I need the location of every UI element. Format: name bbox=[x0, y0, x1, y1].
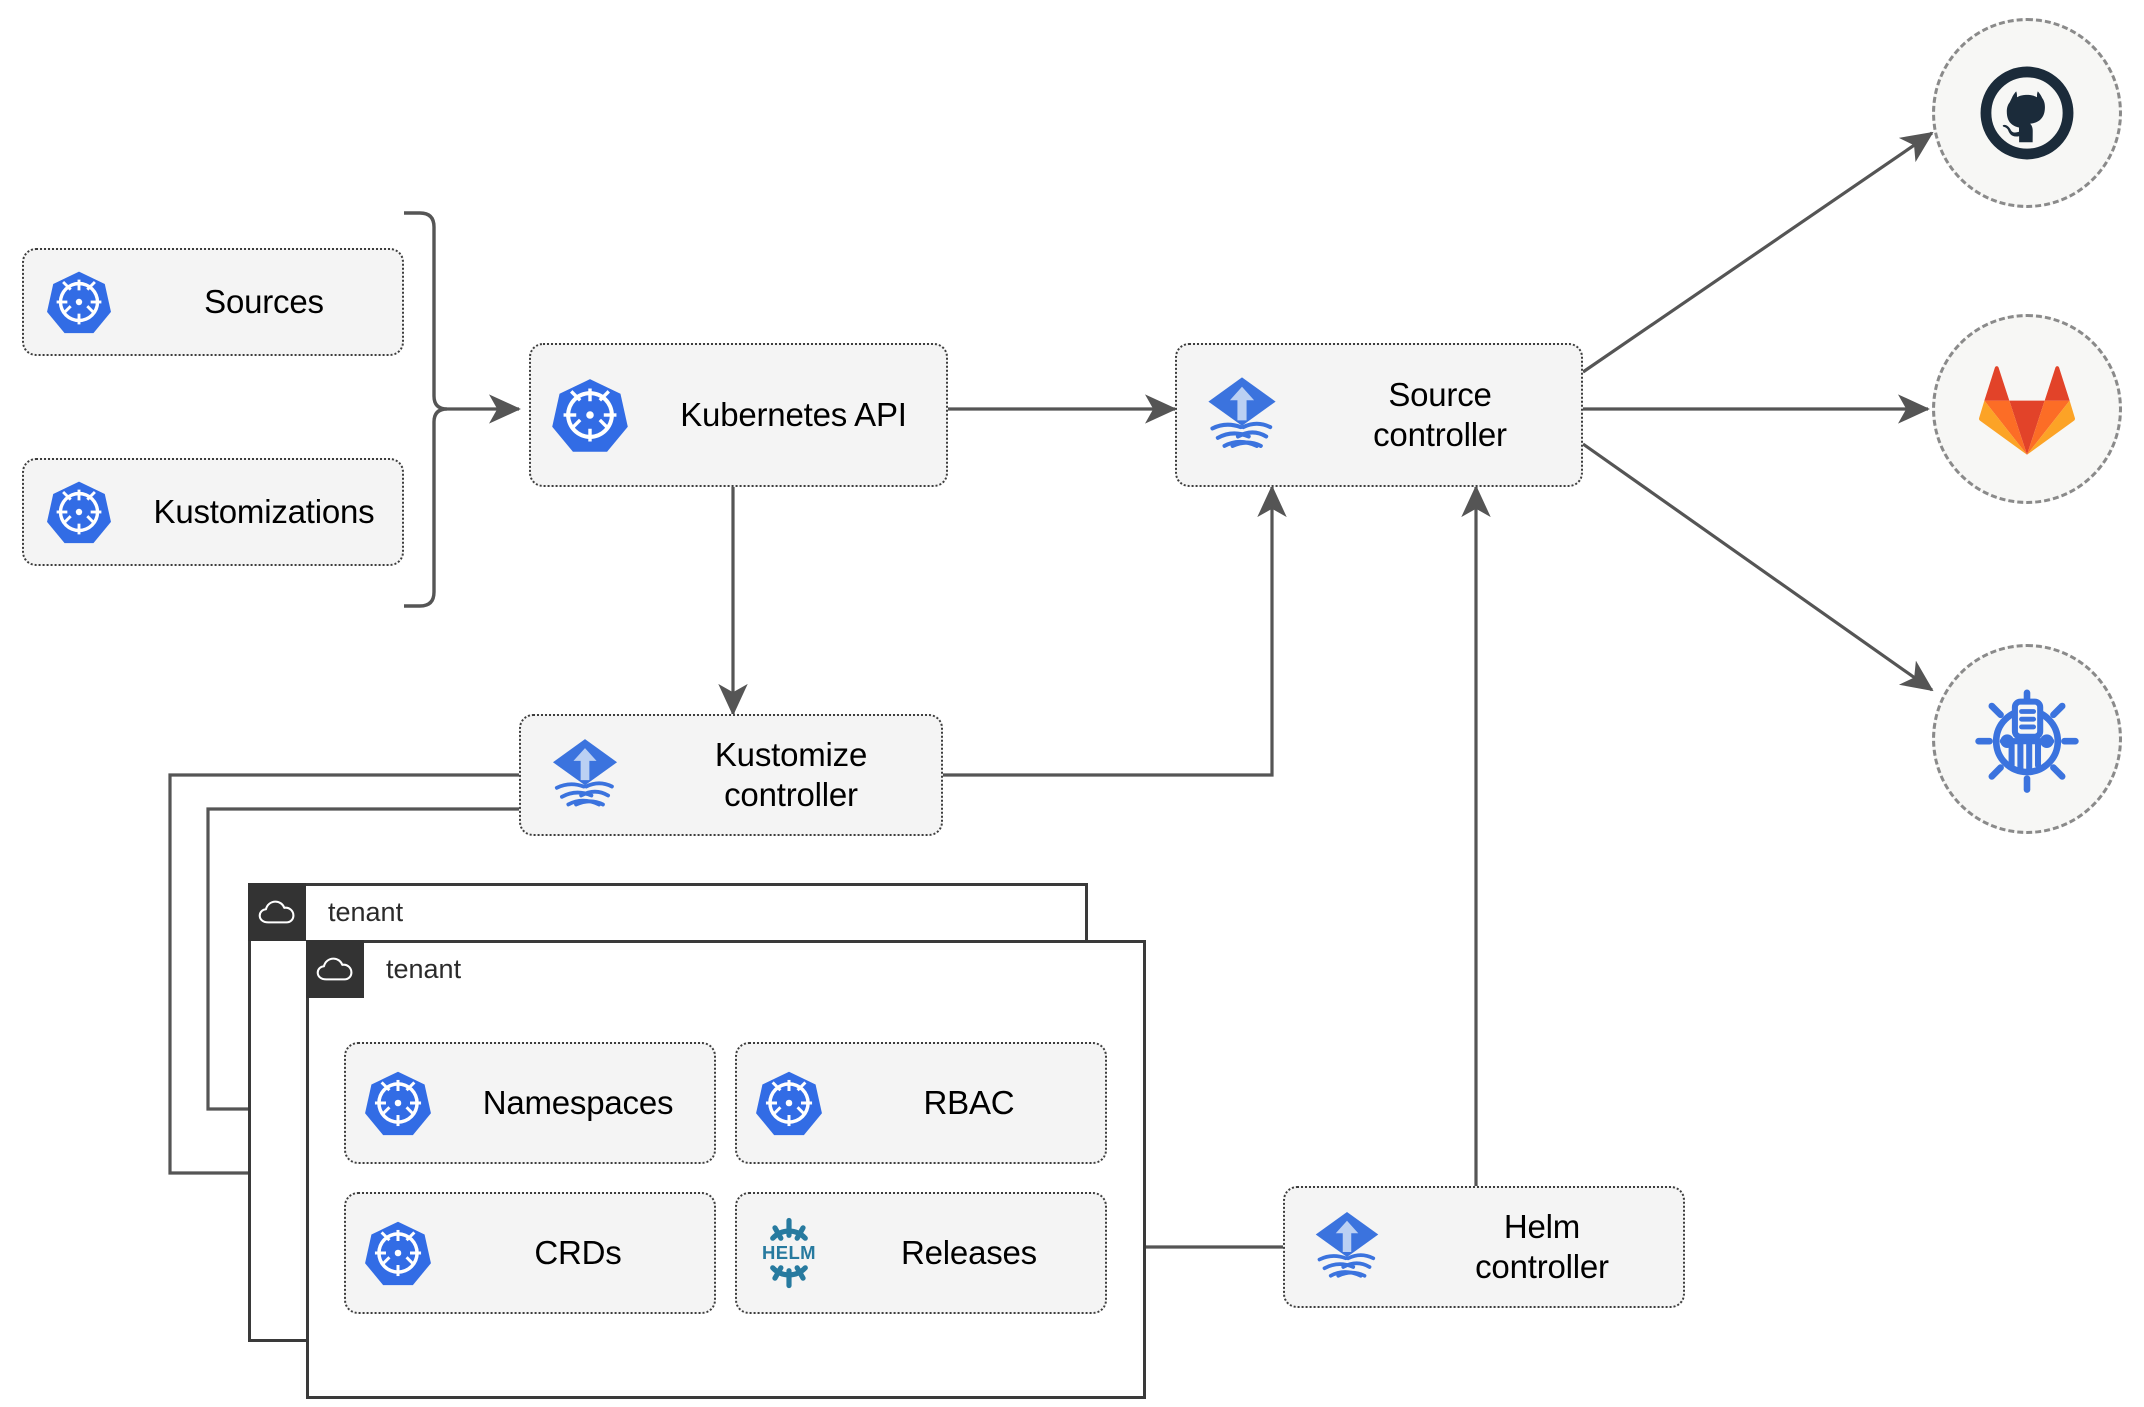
node-label: Sources bbox=[204, 282, 324, 320]
node-helm-controller[interactable]: Helm controller bbox=[1283, 1186, 1685, 1308]
node-label: Namespaces bbox=[482, 1083, 674, 1121]
node-label: CRDs bbox=[534, 1233, 622, 1271]
helm-repository-icon bbox=[1975, 689, 2079, 793]
tenant-header: tenant bbox=[248, 883, 403, 941]
node-crds[interactable]: CRDs bbox=[344, 1192, 716, 1314]
provider-helm-repository[interactable] bbox=[1932, 644, 2122, 834]
kubernetes-icon bbox=[346, 1219, 450, 1287]
provider-gitlab[interactable] bbox=[1932, 314, 2122, 504]
kubernetes-icon bbox=[24, 479, 134, 545]
kubernetes-icon bbox=[346, 1069, 450, 1137]
tenant-box-inner[interactable]: tenant bbox=[306, 940, 1146, 1399]
node-label: Kubernetes API bbox=[680, 395, 907, 433]
node-releases[interactable]: HELM Releases bbox=[735, 1192, 1107, 1314]
node-label: Kustomize controller bbox=[714, 735, 868, 813]
kubernetes-icon bbox=[24, 269, 134, 335]
gitlab-icon bbox=[1979, 366, 2075, 455]
kubernetes-icon bbox=[531, 376, 649, 454]
node-source-controller[interactable]: Source controller bbox=[1175, 343, 1583, 487]
provider-github[interactable] bbox=[1932, 18, 2122, 208]
tenant-header: tenant bbox=[306, 940, 461, 998]
kubernetes-icon bbox=[737, 1069, 841, 1137]
node-namespaces[interactable]: Namespaces bbox=[344, 1042, 716, 1164]
svg-text:HELM: HELM bbox=[762, 1242, 816, 1263]
github-icon bbox=[1980, 66, 2074, 160]
tenant-label: tenant bbox=[386, 953, 462, 984]
node-label: Helm controller bbox=[1475, 1207, 1609, 1285]
flux-icon bbox=[521, 734, 649, 816]
node-kubernetes-api[interactable]: Kubernetes API bbox=[529, 343, 948, 487]
flux-icon bbox=[1285, 1207, 1409, 1287]
node-label: Kustomizations bbox=[153, 492, 375, 530]
tenant-label: tenant bbox=[328, 896, 404, 927]
node-label: RBAC bbox=[923, 1083, 1015, 1121]
node-kustomize-controller[interactable]: Kustomize controller bbox=[519, 714, 943, 836]
flux-icon bbox=[1177, 372, 1307, 458]
node-rbac[interactable]: RBAC bbox=[735, 1042, 1107, 1164]
helm-icon: HELM bbox=[737, 1216, 841, 1290]
node-kustomizations[interactable]: Kustomizations bbox=[22, 458, 404, 566]
node-label: Source controller bbox=[1373, 375, 1507, 453]
cloud-icon bbox=[306, 940, 364, 998]
cloud-icon bbox=[248, 883, 306, 941]
node-sources[interactable]: Sources bbox=[22, 248, 404, 356]
node-label: Releases bbox=[901, 1233, 1037, 1271]
